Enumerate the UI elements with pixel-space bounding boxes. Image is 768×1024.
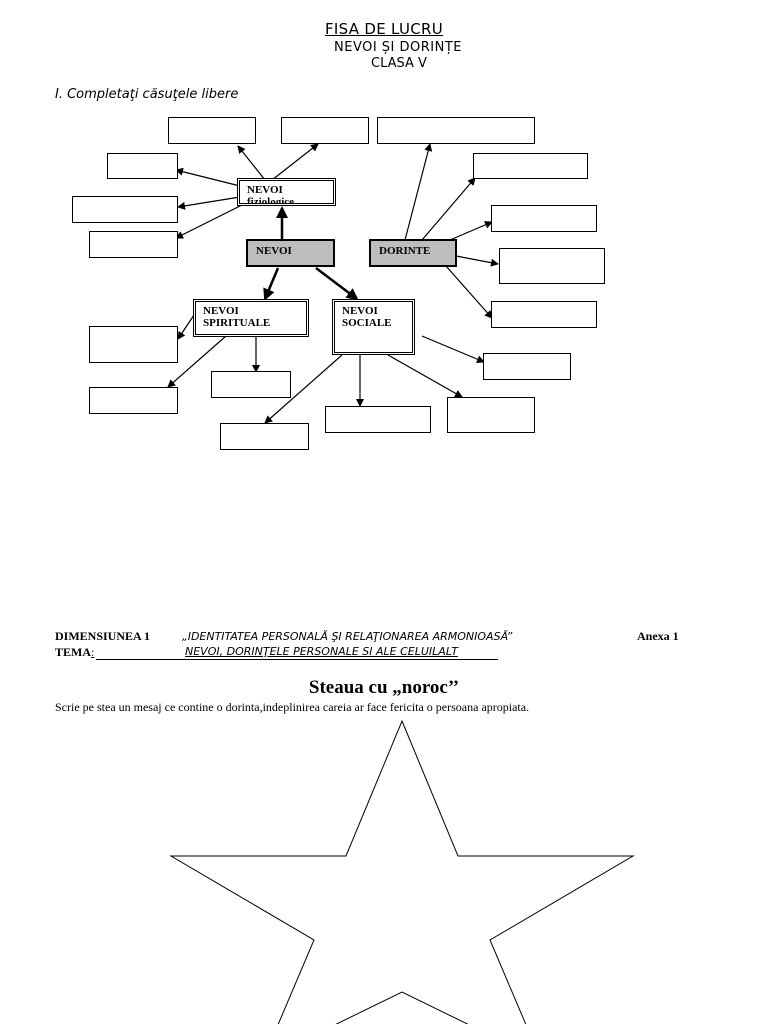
blank-box[interactable] <box>377 117 535 144</box>
blank-box[interactable] <box>483 353 571 380</box>
blank-box[interactable] <box>211 371 291 398</box>
worksheet-title: FISA DE LUCRU <box>324 20 444 38</box>
blank-box[interactable] <box>447 397 535 433</box>
blank-box[interactable] <box>499 248 605 284</box>
blank-box[interactable] <box>220 423 309 450</box>
worksheet-subtitle: NEVOI ȘI DORINȚE <box>334 40 463 55</box>
dimension-label: DIMENSIUNEA 1 <box>55 629 151 643</box>
blank-box[interactable] <box>325 406 431 433</box>
blank-box[interactable] <box>473 153 588 179</box>
blank-box[interactable] <box>89 387 178 414</box>
node-nevoi-spirituale: NEVOI SPIRITUALE <box>193 299 309 337</box>
blank-box[interactable] <box>491 205 597 232</box>
dimension-value: „IDENTITATEA PERSONALĂ ŞI RELAŢIONAREA A… <box>182 630 513 643</box>
class-label: CLASA V <box>371 56 427 71</box>
star-instruction: Scrie pe stea un mesaj ce contine o dori… <box>55 700 530 714</box>
theme-value: NEVOI, DORINŢELE PERSONALE SI ALE CELUIL… <box>185 645 458 658</box>
blank-box[interactable] <box>491 301 597 328</box>
blank-box[interactable] <box>72 196 178 223</box>
exercise-instruction: I. Completaţi căsuţele libere <box>55 87 239 102</box>
theme-underline <box>96 659 498 660</box>
node-nevoi-fiziologice: NEVOI fiziologice <box>237 178 336 206</box>
theme-label: TEMA: <box>55 645 95 659</box>
annex-label: Anexa 1 <box>637 629 679 643</box>
blank-box[interactable] <box>107 153 178 179</box>
diagram-connectors <box>167 143 499 424</box>
node-dorinte: DORINTE <box>369 239 457 267</box>
blank-box[interactable] <box>89 231 178 258</box>
blank-box[interactable] <box>281 117 369 144</box>
star-title: Steaua cu „noroc’’ <box>308 677 460 698</box>
node-nevoi-sociale: NEVOI SOCIALE <box>332 299 415 355</box>
blank-box[interactable] <box>168 117 256 144</box>
node-nevoi: NEVOI <box>246 239 335 267</box>
blank-box[interactable] <box>89 326 178 363</box>
